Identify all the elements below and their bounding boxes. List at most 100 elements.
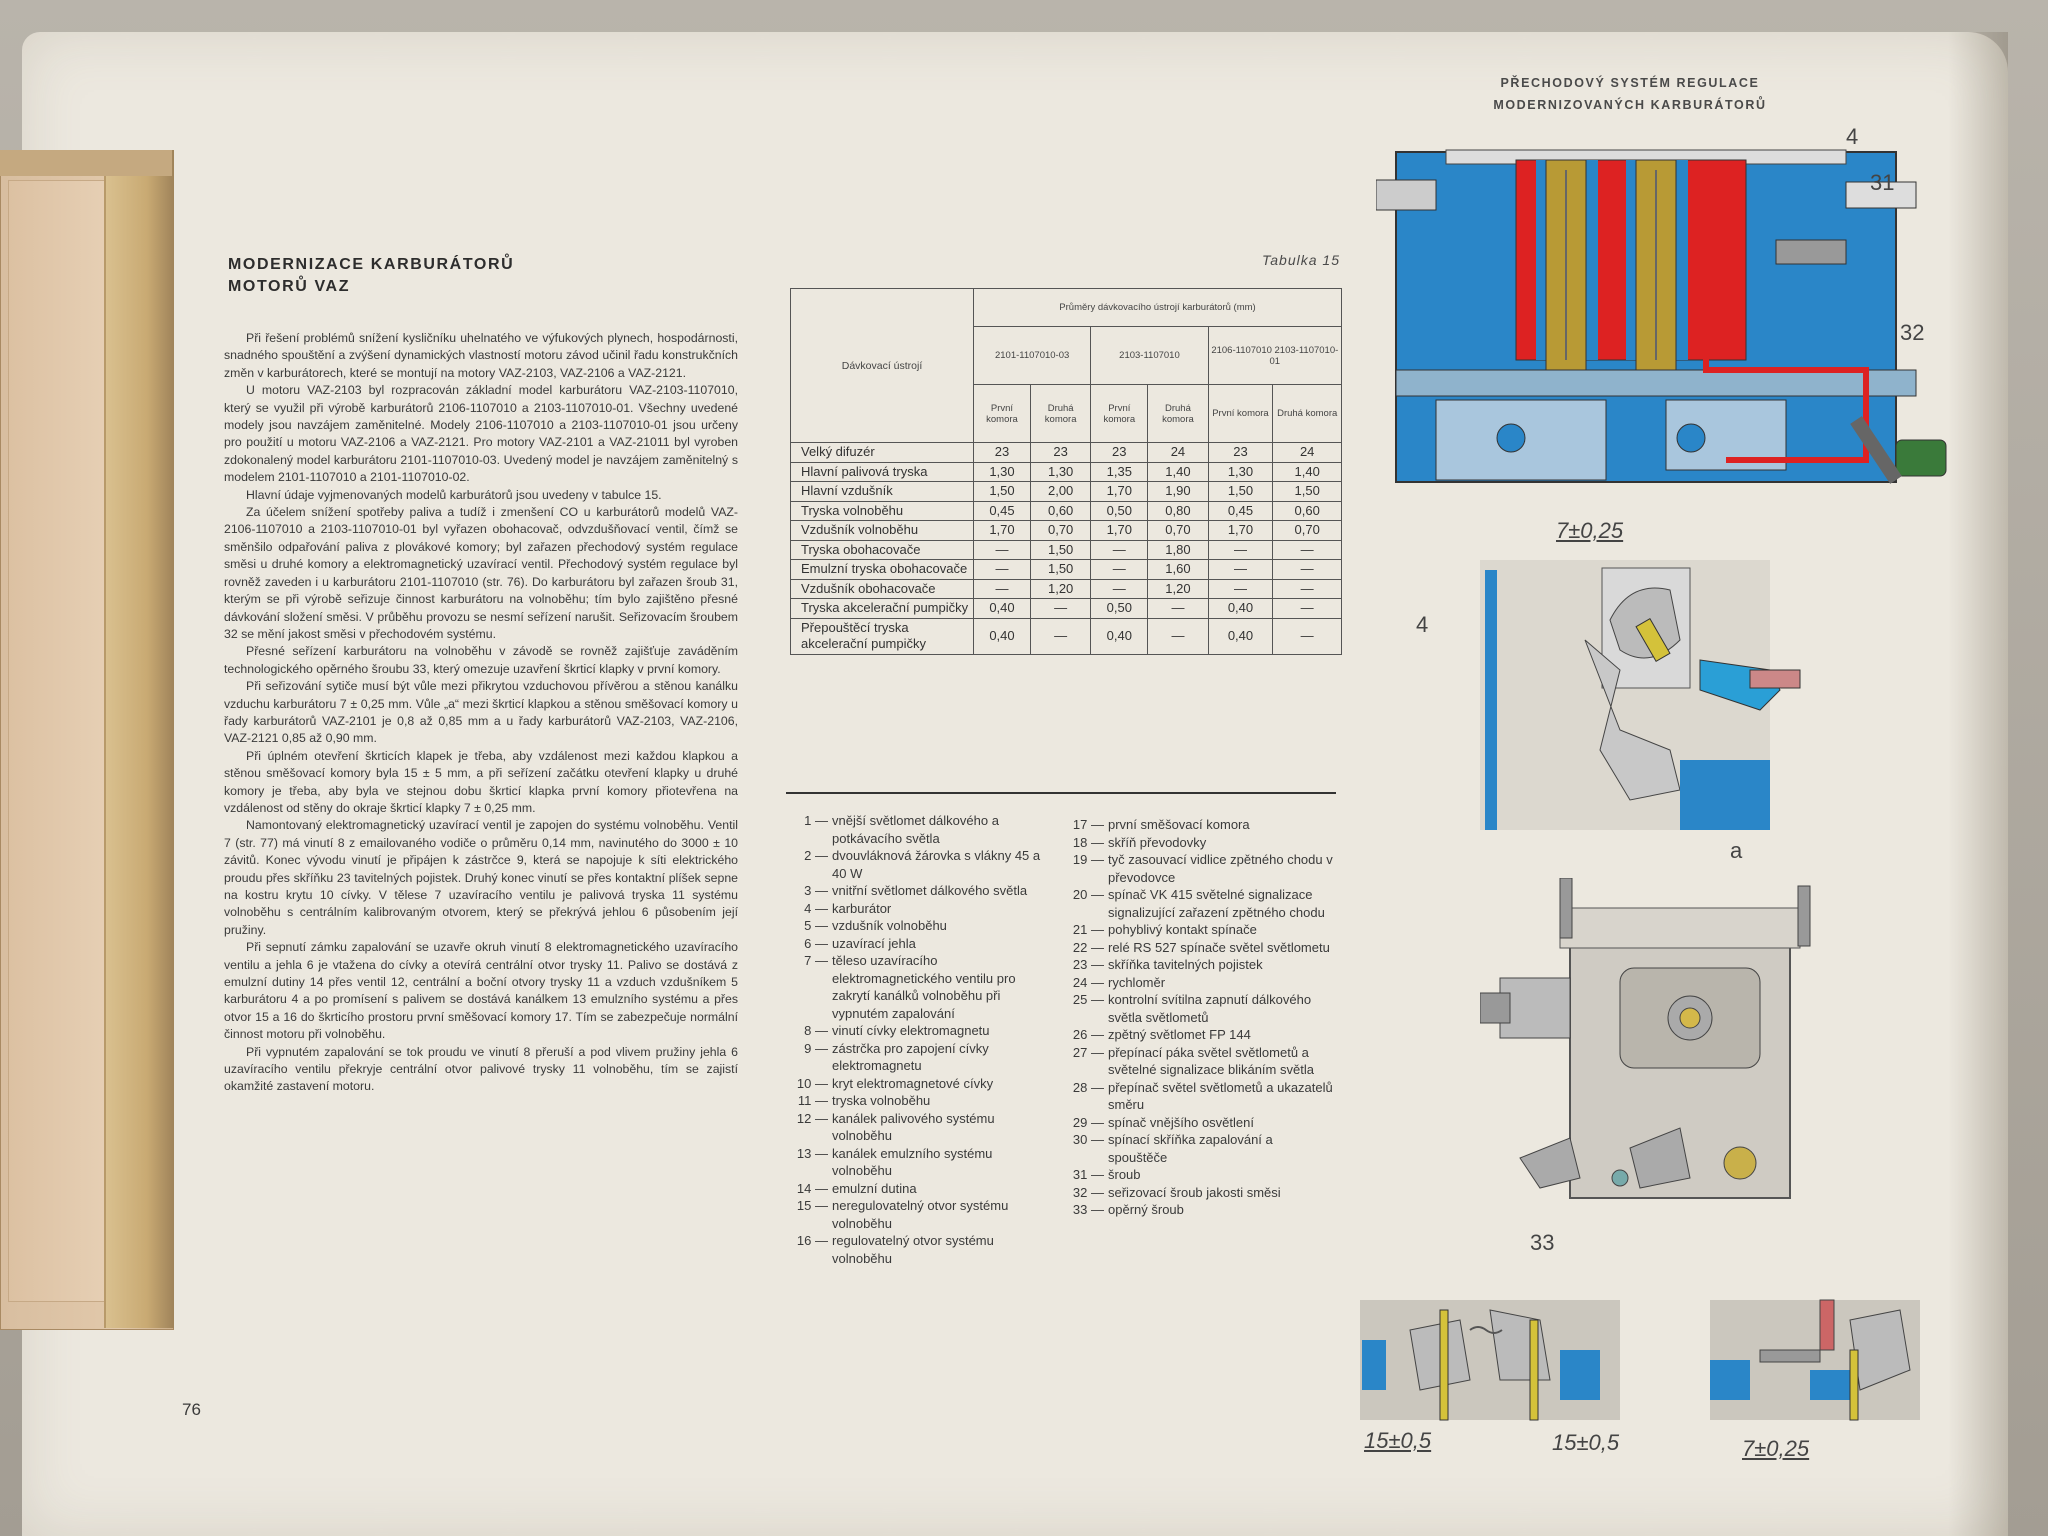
table-cell: — bbox=[1029, 598, 1092, 619]
legend-number: 26 — bbox=[1072, 1027, 1104, 1042]
table-cell: 1,30 bbox=[1029, 461, 1092, 482]
chamber-header: Druhá komora bbox=[1147, 384, 1209, 443]
table-cell: 24 bbox=[1272, 442, 1342, 463]
legend-item: 9 —zástrčka pro zapojení cívky elektroma… bbox=[788, 1040, 1053, 1075]
legend-item: 19 —tyč zasouvací vidlice zpětného chodu… bbox=[1064, 851, 1334, 886]
table-row: Vzdušník obohacovače—1,20—1,20—— bbox=[790, 578, 1342, 599]
legend-item: 1 —vnější světlomet dálkového a potkávac… bbox=[788, 812, 1053, 847]
legend-number: 15 — bbox=[796, 1198, 828, 1213]
table-cell: 1,70 bbox=[973, 520, 1031, 541]
paragraph: Při úplném otevření škrticích klapek je … bbox=[224, 748, 738, 815]
paragraph: Přesné seřízení karburátoru na volnoběhu… bbox=[224, 644, 738, 676]
legend-number: 23 — bbox=[1072, 957, 1104, 972]
table-cell: 1,50 bbox=[1207, 481, 1274, 502]
table-cell: — bbox=[973, 559, 1031, 580]
legend-item: 25 —kontrolní svítilna zapnutí dálkového… bbox=[1064, 991, 1334, 1026]
table-cell: 0,70 bbox=[1029, 520, 1092, 541]
row-label: Vzdušník volnoběhu bbox=[790, 520, 974, 541]
legend-number: 18 — bbox=[1072, 834, 1104, 850]
wooden-board-panel bbox=[8, 180, 106, 1302]
legend-number: 11 — bbox=[797, 1093, 828, 1108]
legend-text: skříňka tavitelných pojistek bbox=[1108, 957, 1263, 972]
table-row: Tryska obohacovače—1,50—1,80—— bbox=[790, 539, 1342, 560]
paragraph: U motoru VAZ-2103 byl rozpracován základ… bbox=[224, 383, 738, 485]
legend-number: 32 — bbox=[1072, 1184, 1104, 1200]
legend-item: 12 —kanálek palivového systému volnoběhu bbox=[788, 1110, 1053, 1145]
legend-text: relé RS 527 spínače světel světlometu bbox=[1108, 939, 1330, 955]
legend-number: 1 — bbox=[804, 813, 828, 828]
legend-number: 24 — bbox=[1072, 974, 1104, 990]
legend-number: 9 — bbox=[804, 1040, 828, 1056]
table-cell: 1,30 bbox=[973, 461, 1031, 482]
chamber-header: První komora bbox=[973, 384, 1031, 443]
legend-text: regulovatelný otvor systému volnoběhu bbox=[832, 1233, 994, 1266]
legend-text: spínač vnějšího osvětlení bbox=[1108, 1114, 1254, 1130]
table-row: Emulzní tryska obohacovače—1,50—1,60—— bbox=[790, 559, 1342, 580]
legend-text: přepínací páka světel světlometů a světe… bbox=[1108, 1044, 1314, 1078]
legend-number: 29 — bbox=[1072, 1114, 1104, 1130]
table-cell: — bbox=[1090, 539, 1149, 560]
chamber-header: Druhá komora bbox=[1029, 384, 1092, 443]
table-cell: 24 bbox=[1147, 442, 1209, 463]
legend-text: šroub bbox=[1108, 1167, 1141, 1182]
page-shadow bbox=[1948, 32, 2008, 1536]
running-head-line1: PŘECHODOVÝ SYSTÉM REGULACE bbox=[1500, 76, 1760, 90]
choke-detail-figure bbox=[1480, 560, 1801, 830]
legend-item: 27 —přepínací páka světel světlometů a s… bbox=[1064, 1044, 1334, 1079]
table-cell: 0,40 bbox=[973, 617, 1031, 655]
table-cell: 23 bbox=[973, 442, 1031, 463]
legend-text: pohyblivý kontakt spínače bbox=[1108, 922, 1257, 937]
legend-item: 15 —neregulovatelný otvor systému volnob… bbox=[788, 1197, 1053, 1232]
legend-item: 20 —spínač VK 415 světelné signalizace s… bbox=[1064, 886, 1334, 921]
legend-text: tyč zasouvací vidlice zpětného chodu v p… bbox=[1108, 852, 1333, 885]
legend-number: 21 — bbox=[1072, 922, 1104, 937]
legend-text: zástrčka pro zapojení cívky elektromagne… bbox=[832, 1040, 989, 1074]
legend-text: kryt elektromagnetové cívky bbox=[832, 1075, 994, 1091]
legend-item: 14 —emulzní dutina bbox=[788, 1180, 1053, 1198]
table-cell: 1,50 bbox=[1029, 539, 1092, 560]
legend-item: 26 —zpětný světlomet FP 144 bbox=[1064, 1026, 1334, 1044]
dim-7-bottom: 7±0,25 bbox=[1742, 1436, 1810, 1461]
legend-text: dvouvláknová žárovka s vlákny 45 a 40 W bbox=[832, 848, 1041, 881]
legend-number: 13 — bbox=[796, 1145, 828, 1161]
legend-text: kanálek emulzního systému volnoběhu bbox=[832, 1145, 993, 1179]
throttle-detail-figure-left bbox=[1360, 1300, 1620, 1421]
legend-item: 6 —uzavírací jehla bbox=[788, 935, 1053, 953]
section-title-line2: MOTORŮ VAZ bbox=[228, 278, 351, 295]
table-cell: — bbox=[1090, 559, 1149, 580]
legend-item: 2 —dvouvláknová žárovka s vlákny 45 a 40… bbox=[788, 847, 1053, 882]
legend-item: 30 —spínací skříňka zapalování a spouště… bbox=[1064, 1131, 1334, 1166]
table-cell: 0,50 bbox=[1090, 598, 1149, 619]
legend-text: seřizovací šroub jakosti směsi bbox=[1108, 1184, 1281, 1200]
paragraph: Při seřizování sytiče musí být vůle mezi… bbox=[224, 679, 738, 746]
table-cell: — bbox=[973, 539, 1031, 560]
legend-number: 10 — bbox=[796, 1075, 828, 1091]
legend-item: 31 — šroub bbox=[1064, 1166, 1334, 1184]
section-title-line1: MODERNIZACE KARBURÁTORŮ bbox=[228, 256, 515, 273]
legend-number: 33 — bbox=[1072, 1202, 1104, 1217]
body-text: Při řešení problémů snížení kysličníku u… bbox=[224, 330, 738, 1096]
carburetor-exterior-figure bbox=[1480, 878, 1811, 1199]
model-header: 2103-1107010 bbox=[1090, 326, 1209, 385]
paragraph: Při vypnutém zapalování se tok proudu ve… bbox=[224, 1044, 738, 1094]
row-label: Emulzní tryska obohacovače bbox=[790, 559, 974, 580]
table-cell: 1,50 bbox=[973, 481, 1031, 502]
legend-number: 31 — bbox=[1072, 1167, 1104, 1182]
chamber-header: První komora bbox=[1090, 384, 1149, 443]
legend-number: 27 — bbox=[1072, 1044, 1104, 1060]
throttle-detail-figure-right bbox=[1710, 1299, 1920, 1421]
table-cell: 0,45 bbox=[1207, 500, 1274, 521]
legend-item: 8 —vinutí cívky elektromagnetu bbox=[788, 1022, 1053, 1040]
legend-item: 4 —karburátor bbox=[788, 900, 1053, 918]
legend-item: 5 —vzdušník volnoběhu bbox=[788, 917, 1053, 935]
legend-item: 11 —tryska volnoběhu bbox=[788, 1092, 1053, 1110]
legend-number: 30 — bbox=[1072, 1132, 1104, 1147]
section-title: MODERNIZACE KARBURÁTORŮ MOTORŮ VAZ bbox=[228, 254, 514, 298]
legend-item: 22 —relé RS 527 spínače světel světlomet… bbox=[1064, 939, 1334, 957]
legend-number: 14 — bbox=[796, 1180, 828, 1196]
legend-text: karburátor bbox=[832, 900, 892, 916]
table-cell: 0,45 bbox=[973, 500, 1031, 521]
table-cell: 23 bbox=[1207, 442, 1274, 463]
